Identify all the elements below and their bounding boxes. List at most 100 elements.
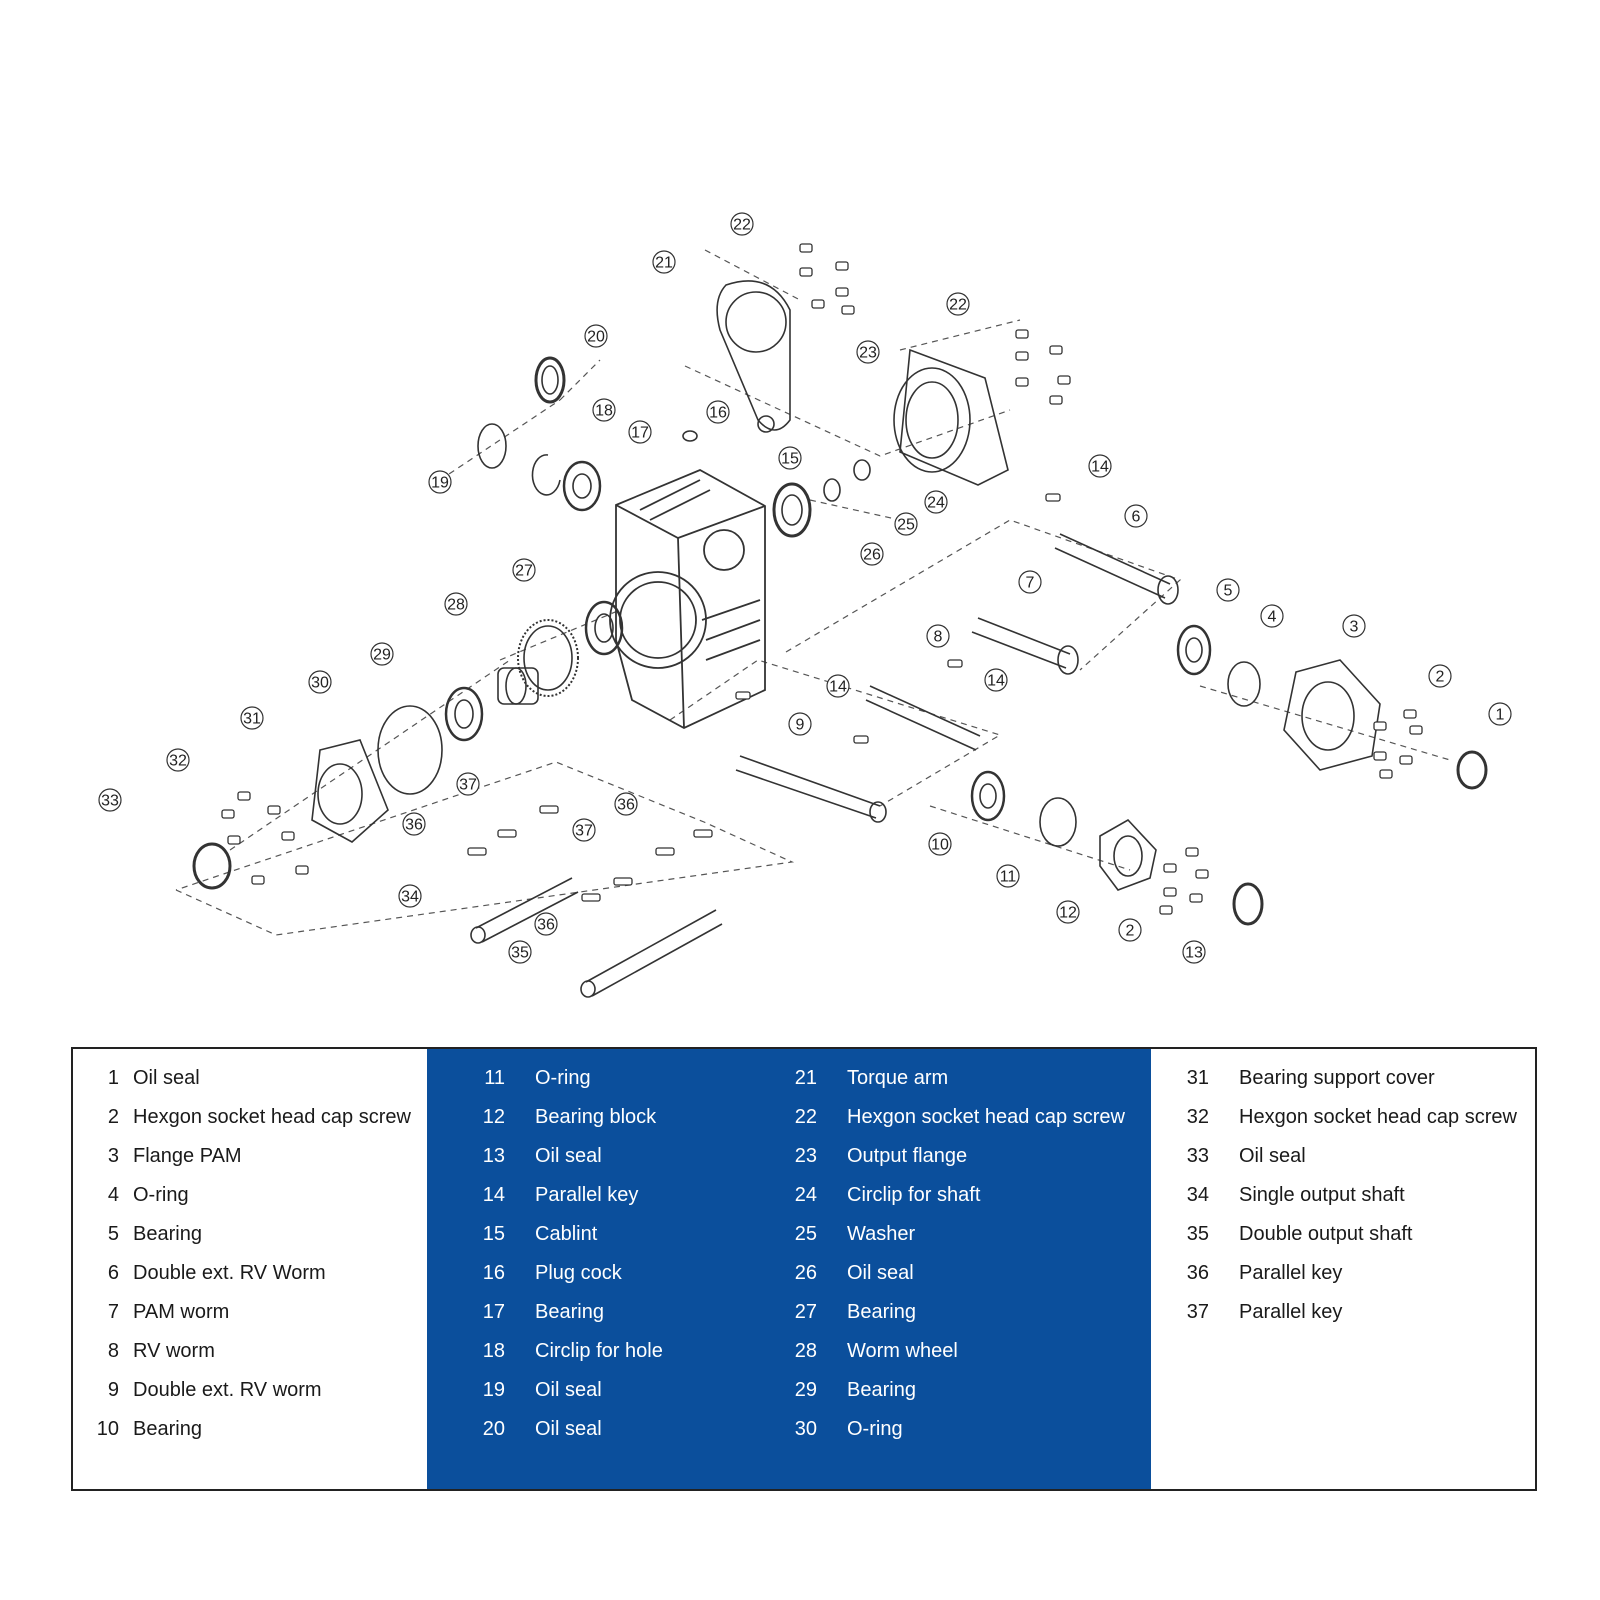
legend-item-number: 18 <box>482 1340 505 1362</box>
callout-26: 26 <box>860 542 884 566</box>
legend-item-label: Hexgon socket head cap screw <box>1239 1106 1517 1128</box>
legend-item-label: Oil seal <box>1239 1145 1306 1167</box>
legend-item-label: Hexgon socket head cap screw <box>133 1106 411 1128</box>
callout-16: 16 <box>706 400 730 424</box>
legend-item-number: 33 <box>1186 1145 1209 1167</box>
svg-text:18: 18 <box>595 403 613 420</box>
svg-text:35: 35 <box>511 945 529 962</box>
svg-text:12: 12 <box>1059 905 1077 922</box>
callout-5: 5 <box>1216 578 1240 602</box>
callout-31: 31 <box>240 706 264 730</box>
legend-item-label: Cablint <box>535 1223 598 1245</box>
legend-item-label: Washer <box>847 1223 916 1245</box>
legend-item-label: RV worm <box>133 1340 215 1362</box>
legend-item-label: Double ext. RV Worm <box>133 1262 326 1284</box>
svg-text:4: 4 <box>1268 609 1277 626</box>
legend-item-label: Double output shaft <box>1239 1223 1413 1245</box>
legend-item-label: Double ext. RV worm <box>133 1379 322 1401</box>
legend-item-number: 35 <box>1186 1223 1209 1245</box>
svg-text:10: 10 <box>931 837 949 854</box>
legend-item-number: 24 <box>794 1184 817 1206</box>
legend-item-label: PAM worm <box>133 1301 230 1323</box>
legend-item-number: 16 <box>482 1262 505 1284</box>
svg-text:36: 36 <box>617 797 635 814</box>
svg-text:16: 16 <box>709 405 727 422</box>
callout-13: 13 <box>1182 940 1206 964</box>
callout-28: 28 <box>444 592 468 616</box>
callout-19: 19 <box>428 470 452 494</box>
legend-item-number: 17 <box>482 1301 505 1323</box>
legend-item-label: Hexgon socket head cap screw <box>847 1106 1125 1128</box>
callout-22: 22 <box>730 212 754 236</box>
callout-32: 32 <box>166 748 190 772</box>
callout-24: 24 <box>924 490 948 514</box>
legend-item-number: 32 <box>1186 1106 1209 1128</box>
svg-text:27: 27 <box>515 563 533 580</box>
legend-item-number: 31 <box>1186 1067 1209 1089</box>
callout-37: 37 <box>572 818 596 842</box>
gearbox-housing <box>609 469 766 730</box>
callout-4: 4 <box>1260 604 1284 628</box>
legend-item-label: Bearing <box>133 1418 202 1440</box>
svg-text:26: 26 <box>863 547 881 564</box>
legend-item-number: 28 <box>794 1340 817 1362</box>
legend-item: 17 Bearing <box>427 1293 604 1331</box>
legend-item-label: Bearing support cover <box>1239 1067 1435 1089</box>
svg-text:9: 9 <box>796 717 805 734</box>
legend-item: 20 Oil seal <box>427 1410 602 1448</box>
svg-text:36: 36 <box>537 917 555 934</box>
legend-item-number: 1 <box>107 1067 119 1089</box>
legend-item-label: Circlip for hole <box>535 1340 663 1362</box>
legend-item-label: Oil seal <box>535 1418 602 1440</box>
legend-item-number: 12 <box>482 1106 505 1128</box>
svg-text:6: 6 <box>1132 509 1141 526</box>
svg-text:19: 19 <box>431 475 449 492</box>
svg-text:8: 8 <box>934 629 943 646</box>
callout-35: 35 <box>508 940 532 964</box>
callout-33: 33 <box>98 788 122 812</box>
callout-14: 14 <box>984 668 1008 692</box>
legend-item-number: 25 <box>794 1223 817 1245</box>
callout-29: 29 <box>370 642 394 666</box>
callout-25: 25 <box>894 512 918 536</box>
legend-item-number: 14 <box>482 1184 505 1206</box>
svg-text:31: 31 <box>243 711 261 728</box>
legend-item-number: 20 <box>482 1418 505 1440</box>
svg-text:22: 22 <box>949 297 967 314</box>
svg-text:11: 11 <box>1000 869 1017 886</box>
svg-text:29: 29 <box>373 647 391 664</box>
legend-item-label: O-ring <box>133 1184 189 1206</box>
legend-item-label: Oil seal <box>847 1262 914 1284</box>
callout-10: 10 <box>928 832 952 856</box>
callout-36: 36 <box>614 792 638 816</box>
callout-30: 30 <box>308 670 332 694</box>
callout-36: 36 <box>402 812 426 836</box>
legend-item-number: 26 <box>794 1262 817 1284</box>
legend-item-number: 7 <box>107 1301 119 1323</box>
legend-item-label: Bearing <box>535 1301 604 1323</box>
legend-item-label: Parallel key <box>1239 1301 1343 1323</box>
callout-20: 20 <box>584 324 608 348</box>
svg-text:1: 1 <box>1496 707 1505 724</box>
svg-text:21: 21 <box>655 255 673 272</box>
